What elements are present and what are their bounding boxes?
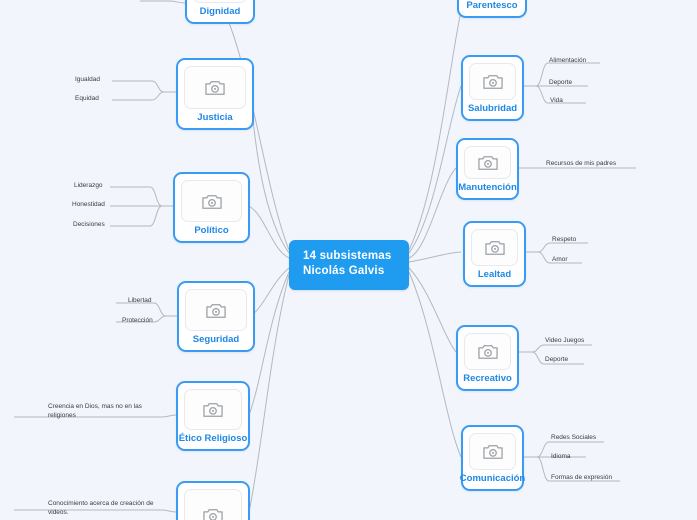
- edge-dignidad-leaves: [169, 0, 186, 4]
- node-label-etico-religioso: Ético Religioso: [178, 433, 248, 444]
- node-label-lealtad: Lealtad: [477, 269, 512, 280]
- leaf-lealtad-respeto: Respeto: [552, 236, 577, 243]
- leaf-justicia-igualdad: Igualdad: [75, 76, 100, 83]
- node-card-recreativo[interactable]: Recreativo: [456, 325, 519, 391]
- camera-placeholder-icon: [469, 433, 516, 470]
- leaf-comunicacion-idioma: Idioma: [551, 453, 571, 460]
- edge-center-lealtad: [408, 251, 462, 263]
- node-label-politico: Político: [194, 225, 229, 236]
- edge-justicia-leaf-1: [112, 91, 165, 101]
- leaf-seguridad-proteccion: Protección: [122, 317, 153, 324]
- central-node-line2: Nicolás Galvis: [303, 265, 385, 277]
- leaf-recreativo-deporte: Deporte: [545, 356, 569, 363]
- central-node-line1: 14 subsistemas: [303, 250, 392, 262]
- camera-placeholder-icon: [471, 229, 518, 266]
- leaf-politico-decisiones: Decisiones: [73, 221, 105, 228]
- node-card-comunicacion[interactable]: Comunicación: [459, 425, 526, 491]
- edge-center-recreativo: [408, 267, 457, 353]
- leaf-politico-honestidad: Honestidad: [72, 201, 105, 208]
- camera-placeholder-icon: [185, 289, 247, 331]
- node-label-dignidad: Dignidad: [199, 6, 241, 17]
- node-label-parentesco: Parentesco: [466, 0, 518, 11]
- node-card-etico-religioso[interactable]: Ético Religioso: [176, 381, 250, 451]
- edge-center-seguridad: [250, 267, 290, 317]
- edge-center-manutencion: [408, 167, 457, 259]
- edge-politico-leaf-0: [110, 186, 163, 207]
- edge-center-videos: [248, 274, 290, 513]
- camera-placeholder-icon: [184, 489, 242, 520]
- node-label-comunicacion: Comunicación: [459, 473, 526, 484]
- camera-placeholder-icon: [181, 180, 242, 222]
- node-card-seguridad[interactable]: Seguridad: [177, 281, 255, 352]
- edge-center-politico: [248, 205, 290, 259]
- node-label-justicia: Justicia: [197, 112, 233, 123]
- edge-center-justicia: [249, 91, 290, 254]
- edge-politico-leaf-2: [110, 205, 163, 227]
- camera-placeholder-icon: [464, 333, 511, 370]
- camera-placeholder-icon: [469, 63, 516, 100]
- node-label-seguridad: Seguridad: [192, 334, 240, 345]
- node-card-videos[interactable]: [176, 481, 250, 520]
- node-card-manutencion[interactable]: Manutención: [456, 138, 519, 200]
- node-card-justicia[interactable]: Justicia: [176, 58, 254, 130]
- leaf-videos-conocimiento: Conocimiento acerca de creación de video…: [48, 500, 154, 516]
- edge-center-salubridad: [408, 85, 462, 254]
- node-label-manutencion: Manutención: [458, 182, 517, 193]
- camera-placeholder-icon: [464, 146, 511, 179]
- node-card-salubridad[interactable]: Salubridad: [461, 55, 524, 121]
- edge-center-comunicacion: [408, 271, 462, 458]
- leaf-comunicacion-expresion: Formas de expresión: [551, 474, 613, 481]
- leaf-seguridad-libertad: Libertad: [128, 297, 152, 304]
- leaf-recreativo-videojuegos: Video Juegos: [545, 337, 585, 344]
- node-label-recreativo: Recreativo: [463, 373, 512, 384]
- camera-placeholder-icon: [184, 389, 242, 430]
- leaf-etico-creencia: Creencia en Dios, mas no en las religion…: [48, 403, 142, 419]
- node-label-salubridad: Salubridad: [467, 103, 518, 114]
- central-node[interactable]: 14 subsistemas Nicolás Galvis: [289, 240, 409, 290]
- leaf-salubridad-deporte: Deporte: [549, 79, 573, 86]
- node-card-politico[interactable]: Político: [173, 172, 250, 243]
- leaf-salubridad-vida: Vida: [550, 97, 563, 104]
- edge-center-parentesco: [408, 1, 464, 251]
- edge-center-etico: [248, 271, 290, 416]
- camera-placeholder-icon: [184, 66, 246, 109]
- leaf-comunicacion-redes: Redes Sociales: [551, 434, 597, 441]
- node-card-dignidad[interactable]: Dignidad: [185, 0, 255, 24]
- leaf-politico-liderazgo: Liderazgo: [74, 182, 103, 189]
- leaf-salubridad-alimentacion: Alimentación: [549, 57, 587, 64]
- leaf-manutencion-recursos: Recursos de mis padres: [546, 160, 617, 167]
- camera-placeholder-icon: [193, 0, 247, 3]
- node-card-parentesco[interactable]: Parentesco: [457, 0, 527, 18]
- leaf-justicia-equidad: Equidad: [75, 95, 99, 102]
- leaf-lealtad-amor: Amor: [552, 256, 568, 263]
- node-card-lealtad[interactable]: Lealtad: [463, 221, 526, 287]
- edge-justicia-leaf-0: [112, 80, 165, 93]
- edge-recreativo-leaf-0: [531, 344, 592, 353]
